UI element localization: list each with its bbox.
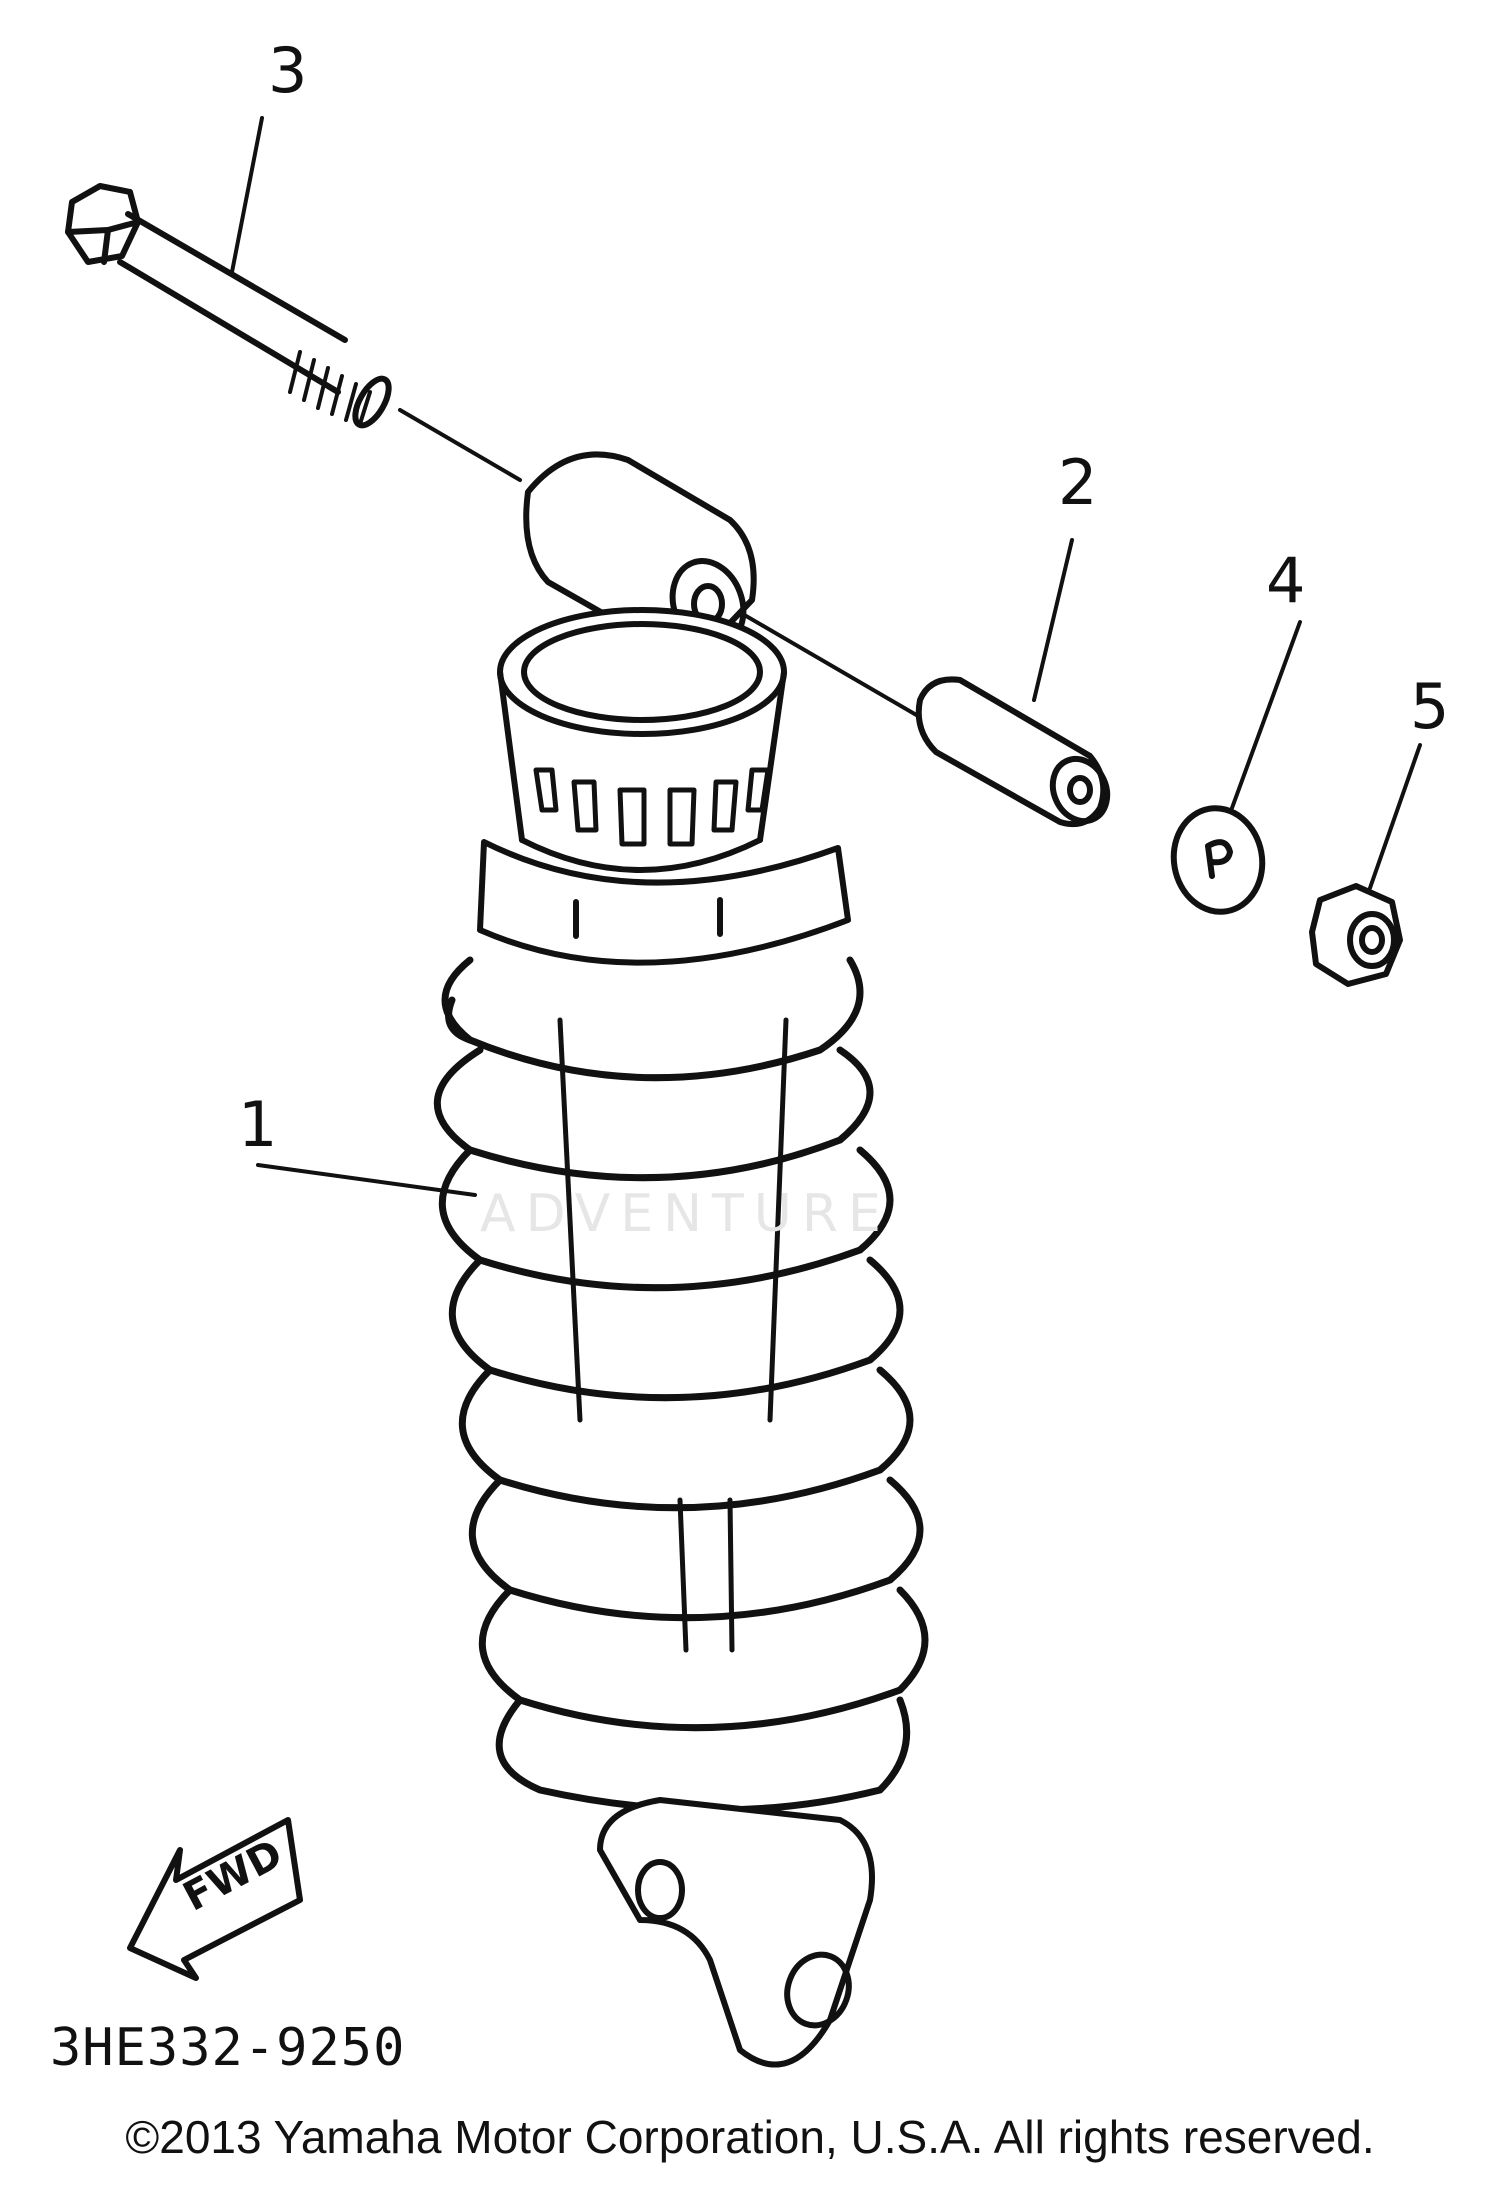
bottom-clevis <box>597 1797 875 2068</box>
washer-part-4 <box>1170 805 1266 915</box>
bolt-part-3 <box>65 183 392 429</box>
callout-5: 5 <box>1410 670 1450 743</box>
watermark-text: ADVENTURE <box>480 1184 891 1244</box>
fwd-arrow <box>127 1817 303 1981</box>
collar-part-2 <box>915 676 1111 828</box>
shock-upper-body <box>477 607 851 966</box>
callout-3: 3 <box>268 34 308 107</box>
leader-lines <box>230 116 1422 1197</box>
callout-2: 2 <box>1058 446 1098 519</box>
copyright-notice: ©2013 Yamaha Motor Corporation, U.S.A. A… <box>125 2111 1375 2163</box>
diagram-code: 3HE332-9250 <box>50 2018 406 2078</box>
nut-part-5 <box>1309 883 1403 987</box>
spring-coils <box>433 956 929 1814</box>
callout-1: 1 <box>238 1088 278 1161</box>
callout-4: 4 <box>1266 544 1306 617</box>
damper-body <box>557 1017 789 1653</box>
